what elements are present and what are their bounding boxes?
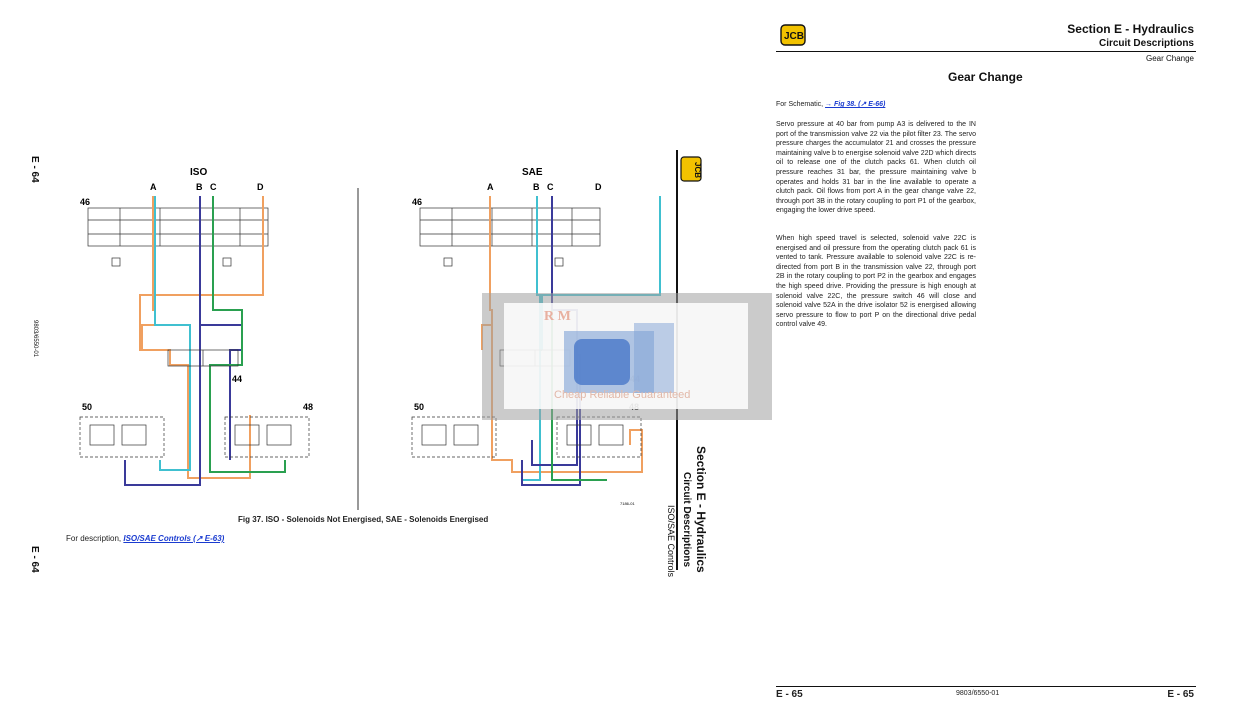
iso-port-b: B: [196, 182, 203, 192]
sae-label-46: 46: [412, 197, 422, 207]
sae-block-50: [411, 416, 497, 458]
fig-38-link[interactable]: → Fig 38. (↗ E-66): [825, 101, 886, 108]
iso-port-d: D: [257, 182, 264, 192]
iso-sae-controls-link[interactable]: ISO/SAE Controls (↗ E-63): [123, 534, 225, 543]
right-page: JCB Section E - Hydraulics Circuit Descr…: [770, 0, 1242, 727]
side-jcb-logo: JCB: [680, 156, 702, 182]
schematic-line: For Schematic, → Fig 38. (↗ E-66): [776, 100, 885, 108]
iso-label-44: 44: [232, 374, 242, 384]
description-line: For description, ISO/SAE Controls (↗ E-6…: [66, 534, 224, 543]
logo-text: JCB: [784, 31, 804, 42]
jcb-logo: JCB: [780, 24, 806, 46]
footer-page-right: E - 65: [1167, 689, 1194, 700]
schematic-prefix: For Schematic,: [776, 101, 824, 108]
watermark-text: Cheap Reliable Guaranteed: [554, 389, 691, 401]
sae-title: SAE: [522, 167, 543, 178]
footer-page-left: E - 65: [776, 689, 803, 700]
side-logo-text: JCB: [693, 162, 702, 178]
watermark-logo-icon: [564, 323, 674, 393]
header-title: Section E - Hydraulics: [1067, 22, 1194, 36]
iso-switch-block: [87, 207, 269, 267]
sae-port-d: D: [595, 182, 602, 192]
iso-label-48: 48: [303, 402, 313, 412]
watermark-panel: R M Cheap Reliable Guaranteed: [504, 303, 748, 409]
iso-label-46: 46: [80, 197, 90, 207]
sae-port-a: A: [487, 182, 494, 192]
iso-valve-44: [167, 349, 239, 367]
figure-caption: Fig 37. ISO - Solenoids Not Energised, S…: [238, 515, 489, 524]
sae-label-50: 50: [414, 402, 424, 412]
footer-rule: [776, 686, 1196, 687]
iso-label-50: 50: [82, 402, 92, 412]
iso-diagram: ISO A B C D 46: [79, 167, 313, 486]
sae-block-48: [556, 416, 642, 458]
doc-number: 9803/6550-01: [32, 320, 38, 358]
sae-port-c: C: [547, 182, 554, 192]
page-number-top: E - 64: [29, 156, 40, 183]
iso-port-a: A: [150, 182, 157, 192]
header-subtitle: Circuit Descriptions: [1098, 38, 1194, 49]
iso-block-50: [79, 416, 165, 458]
side-section-subtitle2: ISO/SAE Controls: [666, 505, 676, 578]
description-prefix: For description,: [66, 534, 122, 543]
paragraph-1: Servo pressure at 40 bar from pump A3 is…: [776, 121, 976, 215]
iso-block-48: [224, 416, 310, 458]
header-rule: [776, 51, 1196, 52]
watermark: R M Cheap Reliable Guaranteed: [482, 293, 772, 420]
header-section: Gear Change: [1145, 54, 1194, 63]
sae-switch-block: [419, 207, 601, 267]
iso-title: ISO: [190, 167, 207, 178]
footer-doc-number: 9803/6550-01: [956, 690, 1000, 697]
iso-port-c: C: [210, 182, 217, 192]
side-section-title: Section E - Hydraulics: [694, 446, 708, 573]
page-heading: Gear Change: [948, 70, 1023, 84]
side-section-subtitle: Circuit Descriptions: [681, 472, 692, 568]
page-number-bottom: E - 64: [29, 546, 40, 573]
watermark-brand: R M: [544, 309, 571, 324]
sae-port-b: B: [533, 182, 540, 192]
paragraph-2: When high speed travel is selected, sole…: [776, 235, 976, 329]
figure-ref: 7186-01: [620, 501, 635, 506]
